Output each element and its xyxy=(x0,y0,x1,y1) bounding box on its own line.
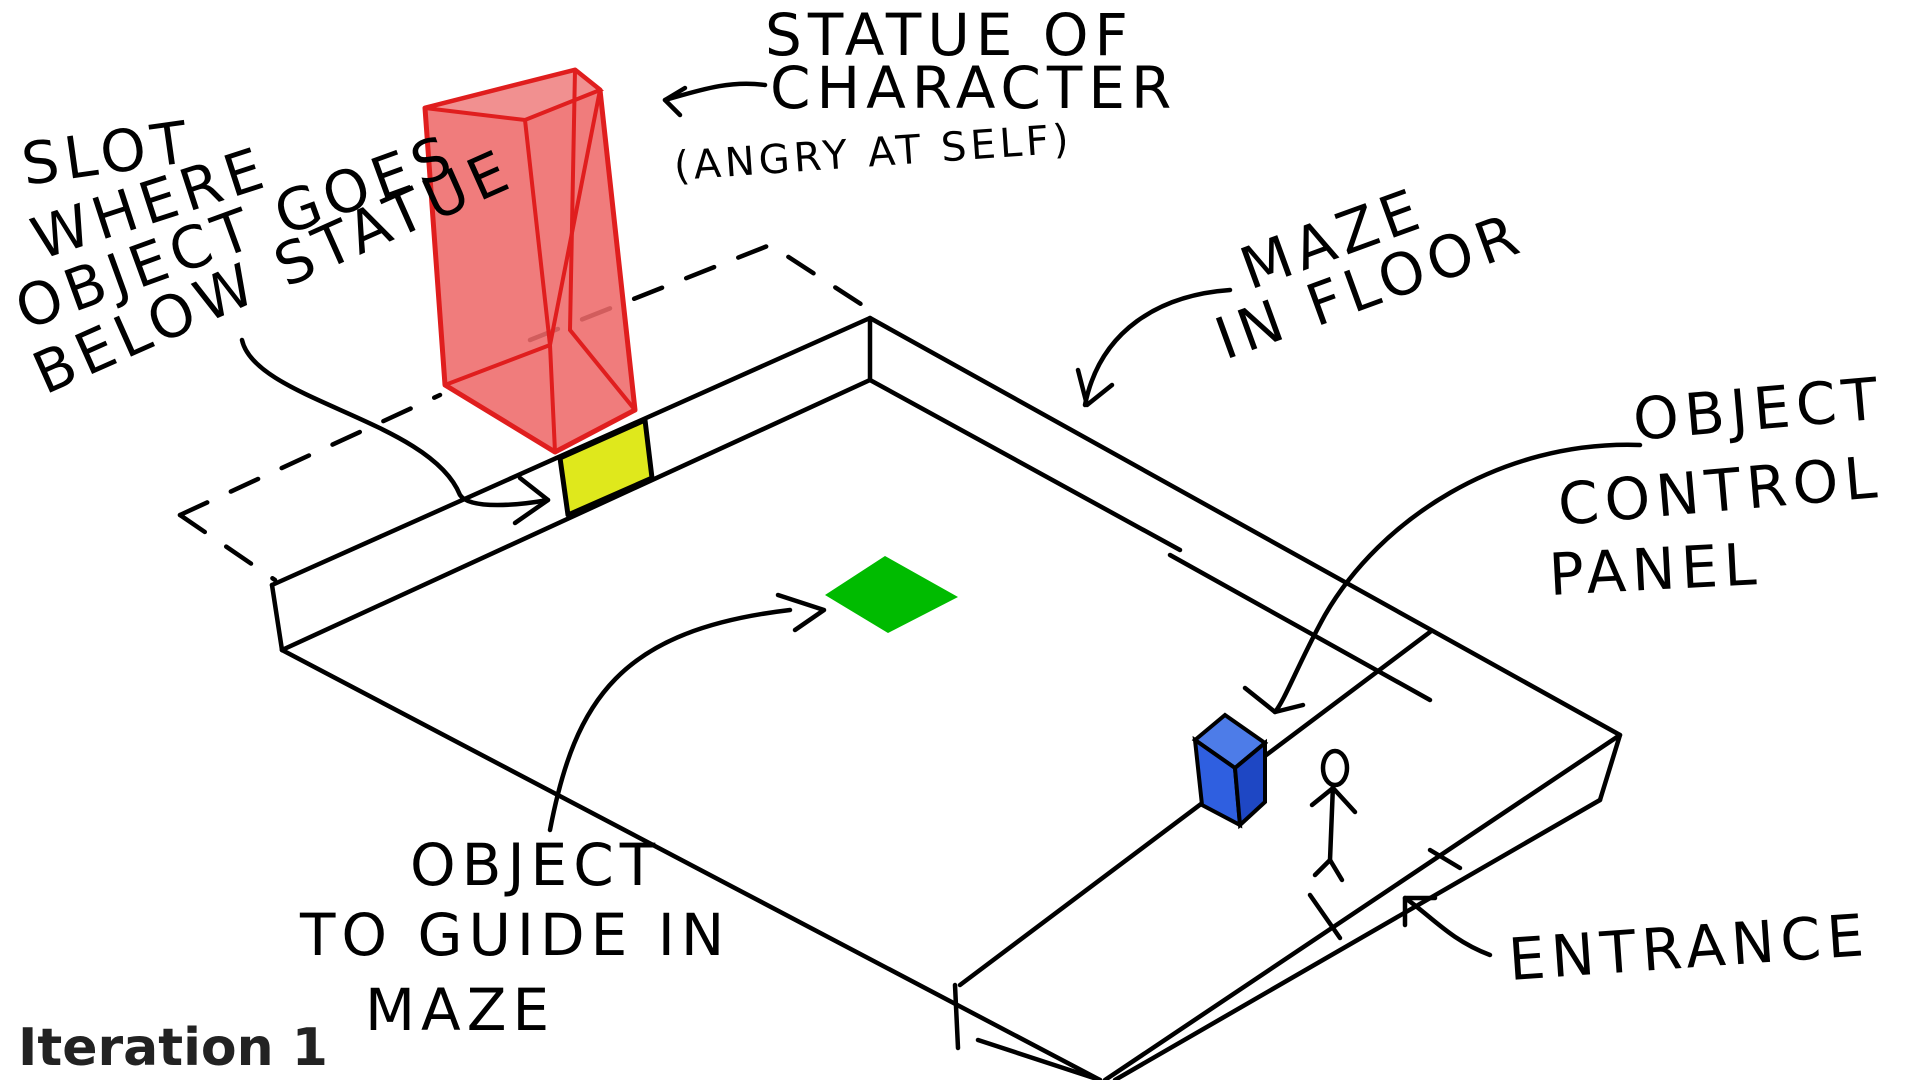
object-label-line2: TO GUIDE IN xyxy=(299,901,730,969)
panel-label-line1: OBJECT xyxy=(1630,364,1886,454)
panel-label-line2: CONTROL xyxy=(1555,443,1885,539)
object-to-guide xyxy=(825,556,958,633)
statue-label-line3: (ANGRY AT SELF) xyxy=(672,116,1073,190)
handwritten-labels: STATUE OF CHARACTER (ANGRY AT SELF) SLOT… xyxy=(7,1,1887,1044)
object-label-line1: OBJECT xyxy=(410,831,661,899)
statue-label-line2: CHARACTER xyxy=(770,54,1177,122)
statue-of-character xyxy=(422,67,638,455)
iteration-caption: Iteration 1 xyxy=(18,1018,328,1078)
player-figure xyxy=(1309,748,1358,883)
annotation-arrows xyxy=(239,81,1643,958)
panel-label-line3: PANEL xyxy=(1547,530,1764,609)
slot-below-statue xyxy=(557,417,655,518)
object-label-line3: MAZE xyxy=(365,976,555,1044)
object-control-panel xyxy=(1191,712,1269,830)
statue-label-line1: STATUE OF xyxy=(765,1,1134,69)
entrance-label: ENTRANCE xyxy=(1506,901,1871,994)
